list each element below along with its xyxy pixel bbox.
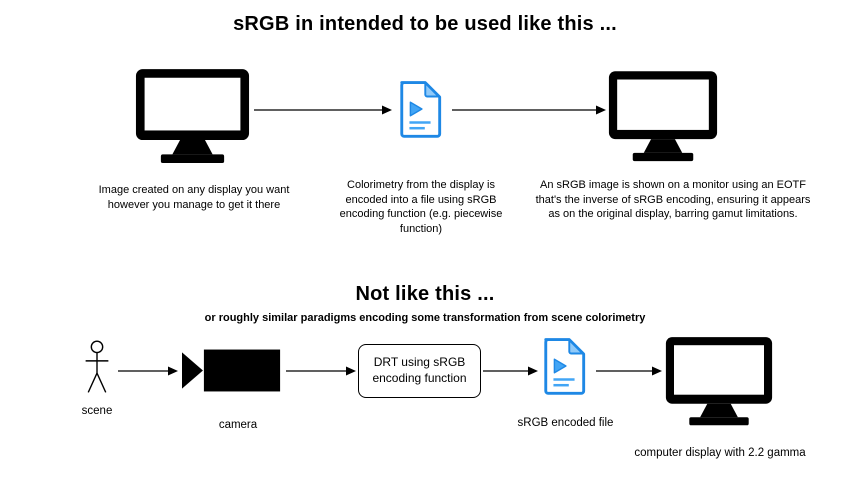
flow-arrow	[452, 104, 606, 116]
monitor-icon	[665, 333, 773, 433]
caption-source-display: Image created on any display you want ho…	[98, 184, 290, 211]
drt-box-label: DRT using sRGB encoding function	[372, 355, 467, 385]
drt-box: DRT using sRGB encoding function	[358, 344, 481, 398]
camera-icon	[182, 349, 282, 392]
top-title: sRGB in intended to be used like this ..…	[233, 13, 617, 35]
stick-figure-icon	[83, 337, 111, 397]
flow-arrow	[596, 365, 662, 377]
flow-arrow	[286, 365, 356, 377]
srgb-file-label: sRGB encoded file	[517, 417, 614, 429]
display-22-gamma-label: computer display with 2.2 gamma	[634, 447, 806, 459]
flow-arrow	[254, 104, 392, 116]
flow-arrow	[483, 365, 538, 377]
bottom-title: Not like this ...	[355, 283, 495, 305]
caption-encoded-file: Colorimetry from the display is encoded …	[339, 179, 503, 235]
bottom-subtitle: or roughly similar paradigms encoding so…	[204, 312, 646, 324]
srgb-file-icon	[540, 337, 588, 395]
monitor-icon	[135, 68, 250, 168]
monitor-icon	[608, 68, 718, 168]
camera-label: camera	[218, 419, 258, 431]
scene-label: scene	[81, 405, 113, 417]
srgb-file-icon	[396, 80, 444, 138]
caption-output-monitor: An sRGB image is shown on a monitor usin…	[535, 179, 811, 221]
flow-arrow	[118, 365, 178, 377]
